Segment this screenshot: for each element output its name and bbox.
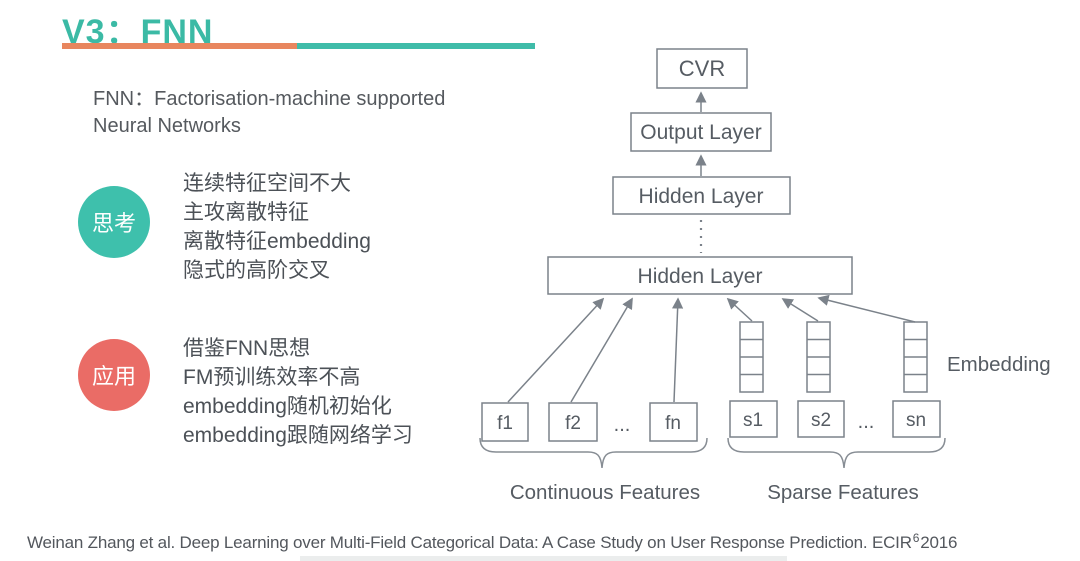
s2-box	[797, 400, 845, 438]
arrow-emb2-to-hidden	[781, 298, 819, 322]
cvr-label: CVR	[679, 56, 725, 81]
embedding-stack-s1	[739, 321, 764, 393]
sparse-ellipsis: ...	[858, 411, 875, 433]
arrow-f1-to-hidden	[507, 297, 605, 403]
sparse-features-label: Sparse Features	[767, 481, 919, 504]
think-point: 离散特征embedding	[183, 230, 371, 253]
sparse-brace	[727, 437, 946, 469]
think-point: 连续特征空间不大	[183, 172, 351, 195]
f2-box	[548, 402, 598, 442]
think-badge: 思考	[78, 186, 150, 258]
apply-point: embedding跟随网络学习	[183, 424, 413, 447]
hidden-layer-bottom-label: Hidden Layer	[638, 265, 763, 288]
think-point: 隐式的高阶交叉	[183, 259, 330, 282]
output-layer-label: Output Layer	[640, 121, 761, 144]
embedding-label: Embedding	[947, 353, 1051, 376]
apply-badge-label: 应用	[91, 364, 136, 389]
continuous-brace	[479, 437, 708, 469]
citation-text: Weinan Zhang et al. Deep Learning over M…	[27, 533, 912, 552]
think-badge-label: 思考	[91, 211, 136, 236]
f1-label: f1	[497, 413, 513, 434]
arrow-embn-to-hidden	[817, 294, 916, 323]
embedding-stack-sn	[903, 321, 928, 393]
embedding-stack-s2	[806, 321, 831, 393]
apply-badge: 应用	[78, 339, 150, 411]
sn-box	[892, 400, 941, 438]
citation-year: 2016	[920, 533, 958, 552]
title-underline-orange	[62, 43, 297, 49]
fnn-definition-line2: Neural Networks	[93, 115, 241, 137]
sn-label: sn	[906, 410, 926, 431]
apply-point: 借鉴FNN思想	[183, 337, 311, 360]
output-layer-box	[630, 112, 772, 152]
apply-points: 借鉴FNN思想 FM预训练效率不高 embedding随机初始化 embeddi…	[183, 334, 413, 450]
fn-box	[649, 402, 698, 442]
apply-point: embedding随机初始化	[183, 395, 392, 418]
cvr-box	[656, 48, 748, 89]
f2-label: f2	[565, 413, 581, 434]
think-points: 连续特征空间不大 主攻离散特征 离散特征embedding 隐式的高阶交叉	[183, 169, 371, 285]
arrow-fn-to-hidden	[672, 297, 684, 403]
arrow-f2-to-hidden	[570, 297, 633, 403]
fn-label: fn	[665, 413, 681, 434]
s1-label: s1	[743, 410, 763, 431]
hidden-layer-top-box	[612, 176, 791, 215]
fnn-definition-line1: FNN：Factorisation-machine supported	[93, 88, 446, 110]
continuous-features-label: Continuous Features	[510, 481, 700, 504]
arrow-emb1-to-hidden	[726, 297, 753, 322]
hidden-layer-bottom-box	[547, 256, 853, 295]
citation: Weinan Zhang et al. Deep Learning over M…	[27, 531, 1072, 553]
think-point: 主攻离散特征	[183, 201, 309, 224]
f1-box	[481, 402, 529, 442]
apply-point: FM预训练效率不高	[183, 366, 361, 389]
s2-label: s2	[811, 410, 831, 431]
bottom-strip	[300, 556, 787, 561]
title-underline-teal	[297, 43, 535, 49]
fnn-definition: FNN：Factorisation-machine supported Neur…	[93, 86, 445, 140]
hidden-layer-top-label: Hidden Layer	[639, 185, 764, 208]
page-number: 6	[912, 531, 920, 545]
continuous-ellipsis: ...	[614, 414, 631, 436]
s1-box	[729, 400, 778, 438]
